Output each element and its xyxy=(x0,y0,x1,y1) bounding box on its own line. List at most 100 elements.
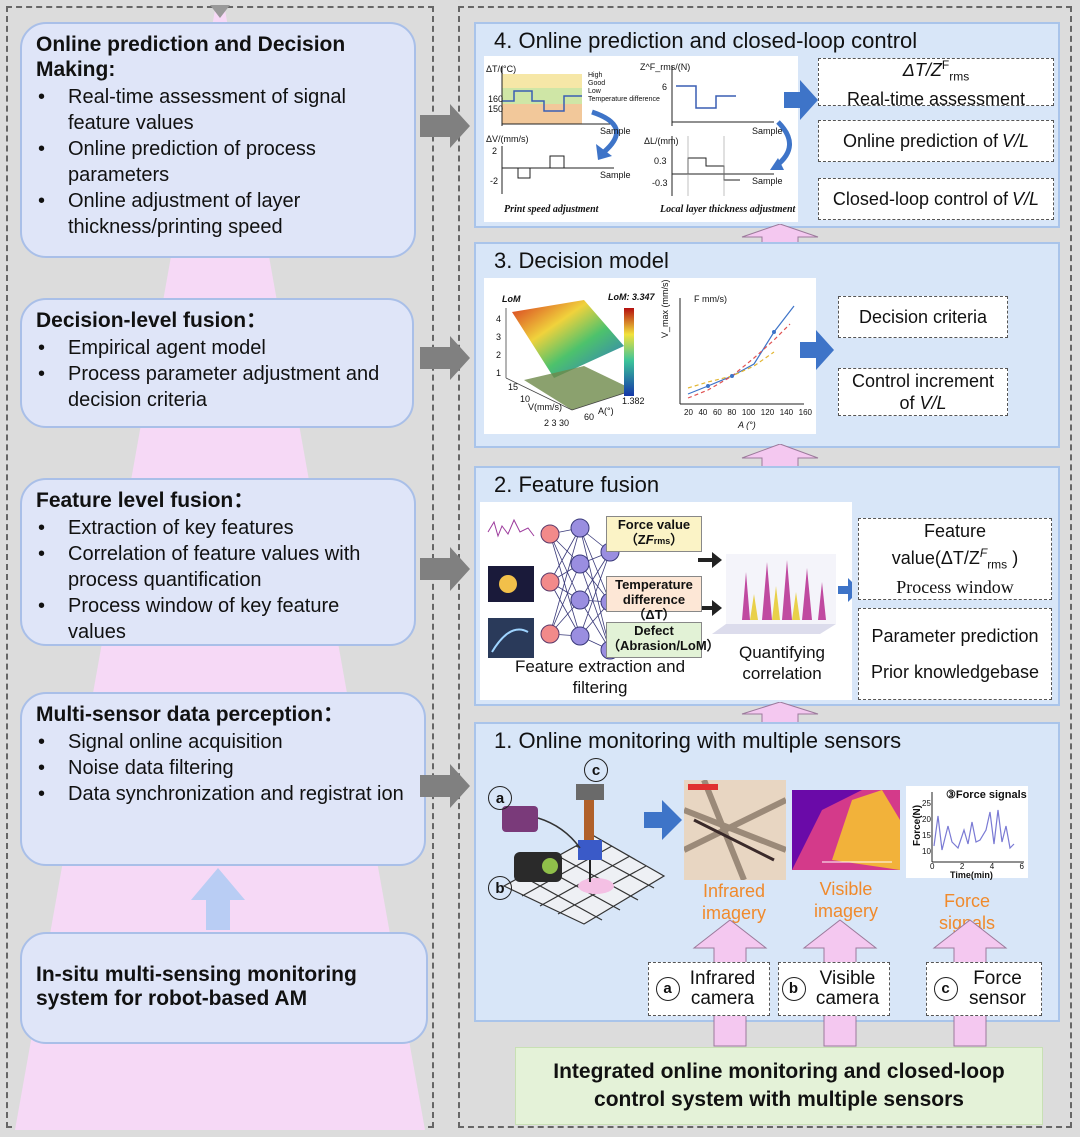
axis-label: Sample xyxy=(752,176,783,186)
plot-title: ③Force signals xyxy=(946,788,1027,801)
axis-label: A (°) xyxy=(738,420,756,430)
tick-label: 150 xyxy=(488,104,503,114)
axis-label: V_max (mm/s) xyxy=(660,280,670,339)
legend-item: Good xyxy=(588,80,660,88)
bottom-title: In-situ multi-sensing monitoring system … xyxy=(36,963,414,1011)
axis-label: Z^F_rms/(N) xyxy=(640,62,690,72)
label-text: difference （ΔT） xyxy=(607,592,701,622)
marker-c: c xyxy=(584,758,611,782)
tick-label: 20 xyxy=(684,408,693,417)
tick-label: 10 xyxy=(922,844,931,860)
tick-label: 2 xyxy=(496,350,501,360)
system-banner: Integrated online monitoring and closed-… xyxy=(515,1047,1043,1125)
tick-label: 100 xyxy=(742,408,755,417)
decision-criteria-box: Decision criteria xyxy=(838,296,1008,338)
right-arrow-icon xyxy=(420,547,470,591)
axis-label: V(mm/s) xyxy=(528,402,562,412)
tick-label: 60 xyxy=(584,412,594,422)
math-text: ΔT/Z xyxy=(903,60,942,80)
circled-letter: c xyxy=(584,758,608,782)
realtime-assessment-box: ΔT/ZFrms Real-time assessment xyxy=(818,58,1054,106)
card-item: Online prediction of process parameters xyxy=(36,136,402,188)
box-text: Decision criteria xyxy=(859,306,987,328)
tick-label: 2 3 30 xyxy=(544,418,569,428)
gray-arrows xyxy=(418,0,474,1137)
legend-label: F mm/s) xyxy=(694,294,727,304)
legend: High Good Low Temperature difference xyxy=(588,72,660,104)
blue-arrow-icon xyxy=(644,800,684,840)
card-item: Process parameter adjustment and decisio… xyxy=(36,361,400,413)
math-sub: rms xyxy=(987,558,1007,572)
card-item: Real-time assessment of signal feature v… xyxy=(36,84,402,136)
tick-label: -0.3 xyxy=(652,178,668,188)
right-arrow-icon xyxy=(420,336,470,380)
card-item: Online adjustment of layer thickness/pri… xyxy=(36,188,402,240)
box-text: Process window xyxy=(896,576,1014,598)
box-text: of xyxy=(899,393,919,413)
tick-label: 6 xyxy=(1020,862,1024,871)
y-ticks: 25 20 15 10 xyxy=(922,796,931,860)
label-text: ） xyxy=(670,532,683,547)
card-title: Multi-sensor data perception： xyxy=(36,702,412,727)
x-ticks: 20 40 60 80 100 120 140 160 xyxy=(684,408,812,417)
infrared-image xyxy=(684,780,786,880)
colorbar-label: 1.382 xyxy=(622,396,645,406)
circled-letter: c xyxy=(934,977,958,1001)
box-text: Online prediction of xyxy=(843,130,998,152)
card-online-prediction: Online prediction and Decision Making: R… xyxy=(20,22,416,258)
closed-loop-figure: ΔT/(°C) 160 150 ΔV/(mm/s) 2 -2 Sample Sa… xyxy=(484,56,798,222)
box-text: value(ΔT/Z xyxy=(892,548,980,568)
box-text: Infrared camera xyxy=(683,969,763,1009)
infrared-camera-box: aInfrared camera xyxy=(648,962,770,1016)
feature-value-box: Feature value(ΔT/ZFrms ) Process window xyxy=(858,518,1052,600)
decision-figure: LoM LoM: 3.347 1.382 4 3 2 1 15 10 V(mm/… xyxy=(484,278,816,434)
label-text: Temperature xyxy=(607,577,701,592)
tick-label: 25 xyxy=(922,796,931,812)
box-text: Force sensor xyxy=(961,969,1035,1009)
figure-caption: Local layer thickness adjustment xyxy=(660,204,795,215)
panel-title: 3. Decision model xyxy=(494,248,669,274)
figure-caption: Print speed adjustment xyxy=(504,204,598,215)
tick-label: 160 xyxy=(799,408,812,417)
blue-arrow-icon xyxy=(800,330,836,370)
label-text: （Abrasion/LoM） xyxy=(607,638,701,653)
tick-label: 2 xyxy=(492,146,497,156)
label-text: Force value xyxy=(607,517,701,532)
card-feature-fusion: Feature level fusion： Extraction of key … xyxy=(20,478,416,646)
circled-letter: b xyxy=(488,876,512,900)
label-sub: rms xyxy=(654,536,671,546)
tick-label: -2 xyxy=(490,176,498,186)
box-text: ) xyxy=(1007,548,1018,568)
figure-caption: Feature extraction and filtering xyxy=(500,656,700,698)
tick-label: 80 xyxy=(727,408,736,417)
circled-letter: b xyxy=(782,977,806,1001)
right-arrow-icon xyxy=(420,104,470,148)
axis-label: A(°) xyxy=(598,406,614,416)
box-text: Closed-loop control of xyxy=(833,188,1008,210)
axis-label: Time(min) xyxy=(950,870,993,880)
panel-title: 4. Online prediction and closed-loop con… xyxy=(494,28,917,54)
pink-up-arrow-icon xyxy=(740,702,820,724)
card-title: Online prediction and Decision Making: xyxy=(36,32,402,82)
parameter-prediction-box: Parameter prediction Prior knowledgebase xyxy=(858,608,1052,700)
tick-label: 15 xyxy=(508,382,518,392)
tick-label: 0 xyxy=(930,862,934,871)
tick-label: 60 xyxy=(713,408,722,417)
closed-loop-box: Closed-loop control of V/L xyxy=(818,178,1054,220)
axis-label: Sample xyxy=(600,170,631,180)
feature-fusion-figure: Force value （ZFrms） Temperature differen… xyxy=(480,502,852,700)
card-item: Data synchronization and registrat ion xyxy=(36,781,412,807)
box-em: V/L xyxy=(1002,130,1029,152)
box-em: V/L xyxy=(919,393,946,413)
marker-b: b xyxy=(488,876,515,900)
tick-label: 0.3 xyxy=(654,156,667,166)
card-item: Correlation of feature values with proce… xyxy=(36,541,402,593)
card-title: Decision-level fusion： xyxy=(36,308,400,333)
label-sup: F xyxy=(646,532,654,547)
marker-a: a xyxy=(488,786,515,810)
right-arrow-icon xyxy=(420,764,470,808)
axis-label: Sample xyxy=(600,126,631,136)
card-item: Extraction of key features xyxy=(36,515,402,541)
axis-label: ΔV/(mm/s) xyxy=(486,134,529,144)
